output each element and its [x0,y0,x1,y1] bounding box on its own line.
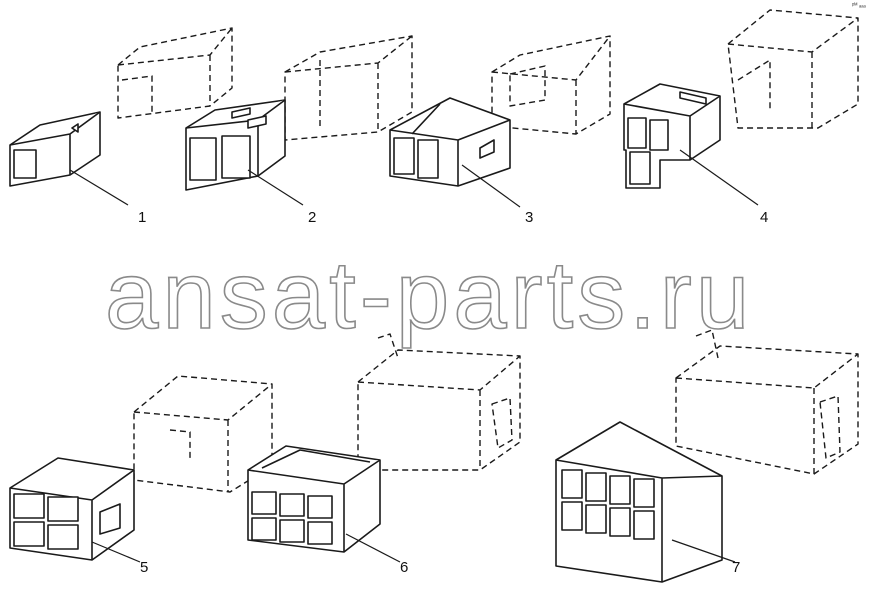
corner-code: ᵖᴹ ₐₐₐ [852,2,866,9]
leader-line-7 [671,539,736,563]
callout-5: 5 [140,559,148,576]
connector-6 [247,333,521,553]
leader-line-6 [345,533,401,563]
connector-4 [623,9,859,189]
connector-1 [9,27,233,187]
leader-line-5 [91,541,141,563]
callout-6: 6 [400,559,408,576]
leader-line-1 [69,169,129,206]
callout-4: 4 [760,209,768,226]
leader-line-4 [679,149,759,206]
connector-3 [389,35,611,187]
leader-line-2 [247,169,304,206]
callout-1: 1 [138,209,146,226]
callout-7: 7 [732,559,740,576]
connector-2 [185,35,413,191]
callout-3: 3 [525,209,533,226]
callout-2: 2 [308,209,316,226]
watermark-text: ansat-parts.ru [105,242,753,349]
connector-7 [555,329,859,583]
connector-5 [9,375,273,561]
leader-line-3 [461,164,521,208]
